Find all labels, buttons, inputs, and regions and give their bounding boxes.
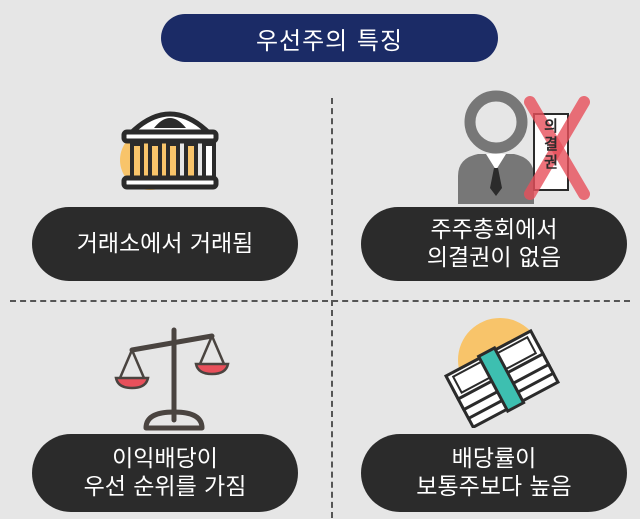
balance-scale-icon <box>114 327 230 431</box>
feature-label-line: 거래소에서 거래됨 <box>76 231 254 257</box>
feature-label-higher-dividend: 배당률이 보통주보다 높음 <box>361 434 627 512</box>
ballot-label: 의결권 <box>544 117 558 171</box>
horizontal-divider <box>10 300 630 302</box>
feature-label-exchange: 거래소에서 거래됨 <box>32 207 298 281</box>
feature-label-line: 우선 순위를 가짐 <box>83 474 247 500</box>
feature-label-line: 배당률이 <box>451 446 537 472</box>
bank-building-icon <box>120 111 219 190</box>
feature-label-no-voting-rights: 주주총회에서 의결권이 없음 <box>361 207 627 281</box>
feature-label-line: 이익배당이 <box>112 446 218 472</box>
money-stack-icon <box>443 318 561 428</box>
vertical-divider <box>331 98 333 518</box>
page-title: 우선주의 특징 <box>161 14 498 62</box>
feature-label-line: 주주총회에서 <box>430 217 558 243</box>
shareholder-no-vote-icon <box>458 90 590 204</box>
feature-label-line: 의결권이 없음 <box>426 245 562 271</box>
feature-label-line: 보통주보다 높음 <box>416 474 572 500</box>
feature-label-dividend-priority: 이익배당이 우선 순위를 가짐 <box>32 434 298 512</box>
